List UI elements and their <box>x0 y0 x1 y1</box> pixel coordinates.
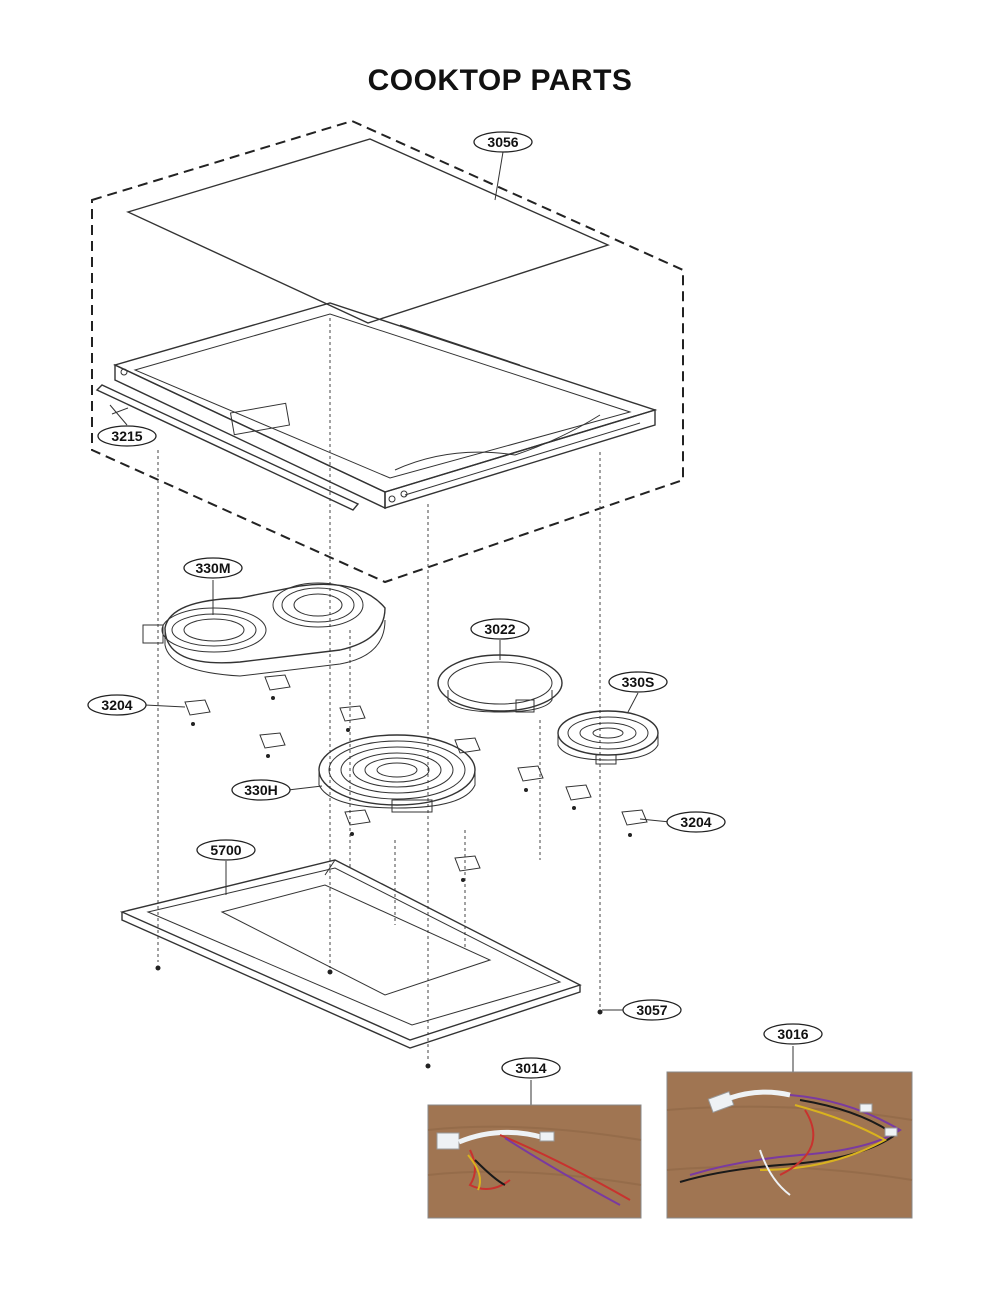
svg-text:3057: 3057 <box>636 1002 667 1018</box>
page-title: COOKTOP PARTS <box>367 64 633 97</box>
mounting-bracket <box>344 737 648 882</box>
svg-text:3016: 3016 <box>777 1026 808 1042</box>
ring-3022 <box>437 654 563 713</box>
glass-top-assembly-boundary <box>91 119 684 584</box>
svg-text:3215: 3215 <box>111 428 142 444</box>
svg-text:5700: 5700 <box>210 842 241 858</box>
leader-lines <box>109 151 794 1105</box>
dual-heating-element-330M <box>142 582 386 677</box>
svg-text:3204: 3204 <box>680 814 711 830</box>
callout-3014: 3014 <box>501 1057 561 1079</box>
callout-3022: 3022 <box>470 618 530 640</box>
wire-harness-photo-3014 <box>427 1104 642 1219</box>
callout-3016: 3016 <box>763 1023 823 1045</box>
callout-3204-right: 3204 <box>666 811 726 833</box>
wire-harness-photo-3016 <box>666 1071 913 1219</box>
callout-330M: 330M <box>183 557 243 579</box>
cooktop-frame <box>113 302 658 510</box>
svg-text:330M: 330M <box>195 560 230 576</box>
callout-330S: 330S <box>608 671 668 693</box>
trim-strip <box>95 384 360 511</box>
svg-text:3204: 3204 <box>101 697 132 713</box>
callout-3204-left: 3204 <box>87 694 147 716</box>
callout-3057: 3057 <box>622 999 682 1021</box>
callout-3056: 3056 <box>473 131 533 153</box>
svg-text:330S: 330S <box>622 674 655 690</box>
callout-5700: 5700 <box>196 839 256 861</box>
bottom-pan <box>119 859 603 1069</box>
svg-text:3014: 3014 <box>515 1060 546 1076</box>
glass-top-plate <box>126 138 610 324</box>
small-heating-element-330S <box>557 710 659 765</box>
callout-3215: 3215 <box>97 425 157 447</box>
svg-text:330H: 330H <box>244 782 277 798</box>
alignment-lines <box>157 318 601 1062</box>
callout-330H: 330H <box>231 779 291 801</box>
large-heating-element-330H <box>318 734 476 813</box>
svg-text:3022: 3022 <box>484 621 515 637</box>
svg-text:3056: 3056 <box>487 134 518 150</box>
mounting-bracket <box>184 674 366 758</box>
